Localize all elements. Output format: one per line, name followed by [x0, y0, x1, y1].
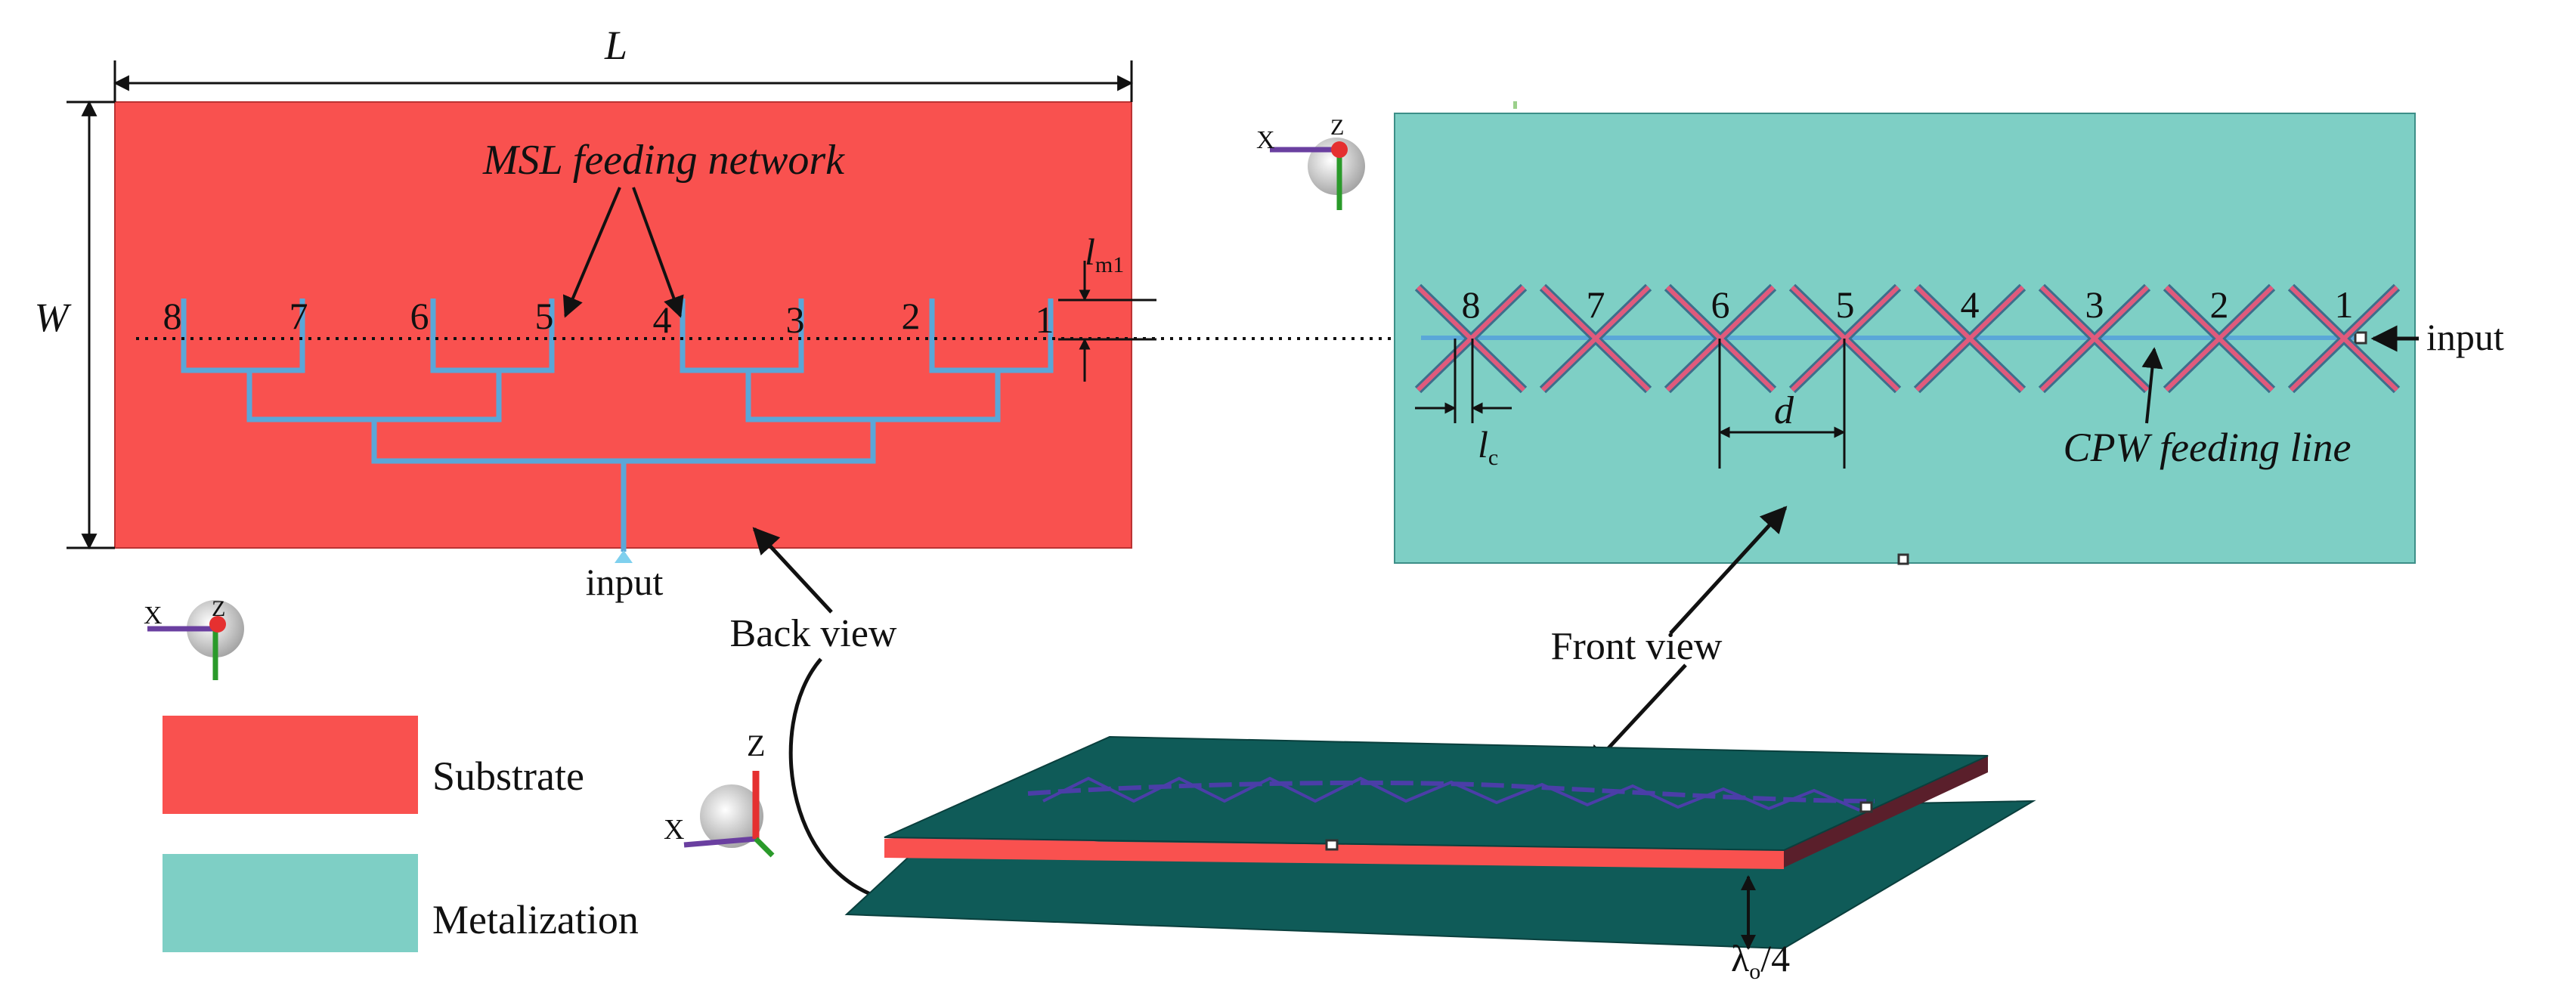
svg-text:Z: Z: [1330, 115, 1344, 140]
front-input-label: input: [2426, 316, 2504, 358]
svg-text:Z: Z: [747, 729, 765, 763]
svg-text:7: 7: [289, 295, 308, 337]
cpw-label-arrow: [2141, 347, 2163, 424]
svg-text:1: 1: [1036, 299, 1054, 341]
svg-text:Z: Z: [212, 596, 225, 621]
svg-text:X: X: [144, 602, 163, 630]
msl-network-label: MSL feeding network: [482, 137, 845, 184]
front-view: 8 7 6 5 4 3 2 1 lc d CPW feeding line in…: [1256, 101, 2504, 773]
back-input-port: [615, 550, 633, 563]
svg-text:2: 2: [2210, 283, 2229, 326]
svg-text:8: 8: [163, 295, 182, 337]
svg-text:4: 4: [653, 299, 672, 341]
perspective-view: λo/4 Z X: [664, 729, 2036, 984]
front-element-numbers: 8 7 6 5 4 3 2 1: [1462, 283, 2354, 326]
back-view-arrow: [752, 527, 833, 614]
lc-label: lc: [1478, 423, 1498, 470]
width-label: W: [35, 295, 73, 340]
lm1-label: lm1: [1085, 230, 1124, 277]
back-view: L W 8 7 6 5 4 3 2 1 MSL: [35, 23, 1156, 906]
axis-triad-back: X Z: [144, 596, 244, 680]
legend-label-substrate: Substrate: [432, 753, 584, 799]
svg-text:3: 3: [786, 299, 805, 341]
legend-swatch-substrate: [163, 716, 418, 814]
svg-text:4: 4: [1961, 283, 1980, 326]
svg-text:8: 8: [1462, 283, 1481, 326]
front-view-caption: Front view: [1551, 625, 1723, 668]
svg-text:X: X: [1256, 126, 1275, 154]
legend-swatch-metalization: [163, 854, 418, 952]
gap-label: λo/4: [1731, 937, 1790, 984]
svg-text:7: 7: [1587, 283, 1605, 326]
back-view-caption: Back view: [730, 612, 897, 655]
msl-feeding-network: [181, 299, 1054, 552]
length-label: L: [604, 23, 627, 68]
front-input-port: [2354, 331, 2367, 345]
svg-text:2: 2: [902, 295, 921, 337]
svg-text:1: 1: [2335, 283, 2354, 326]
msl-arrow-right: [632, 187, 684, 318]
legend-label-metalization: Metalization: [432, 897, 639, 942]
back-port-numbers: 8 7 6 5 4 3 2 1: [163, 295, 1054, 341]
d-label: d: [1774, 389, 1794, 432]
msl-arrow-left: [562, 187, 621, 318]
svg-text:5: 5: [535, 295, 554, 337]
svg-text:6: 6: [410, 295, 429, 337]
svg-text:6: 6: [1711, 283, 1730, 326]
back-input-label: input: [586, 561, 664, 603]
svg-text:X: X: [664, 814, 684, 846]
top-metalization-face: [884, 735, 1989, 852]
legend: Substrate Metalization: [163, 716, 639, 952]
svg-text:3: 3: [2085, 283, 2104, 326]
front-view-arrow-up: [1669, 506, 1788, 635]
axis-triad-3d: Z X: [664, 729, 775, 858]
axis-triad-front: X Z: [1256, 115, 1365, 210]
cpw-label: CPW feeding line: [2064, 425, 2352, 470]
svg-text:5: 5: [1836, 283, 1855, 326]
